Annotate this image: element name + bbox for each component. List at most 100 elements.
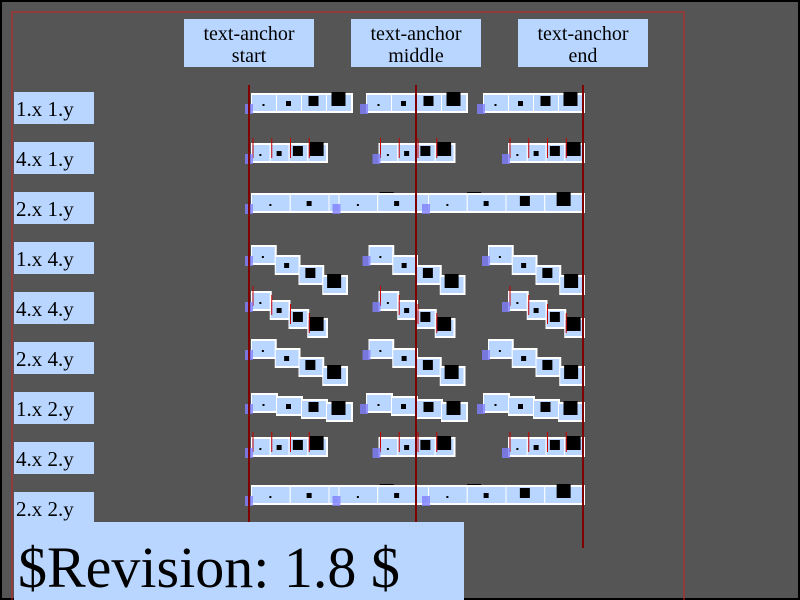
anchor-marker [332, 204, 341, 214]
glyph-square [437, 142, 452, 156]
glyph-square [377, 104, 380, 106]
glyph-square [540, 96, 551, 106]
glyph-square [394, 493, 400, 498]
glyph-square [533, 151, 539, 156]
row-label: 1.x 1.y [14, 92, 94, 124]
row-label: 2.x 2.y [14, 492, 94, 524]
glyph-square [519, 488, 530, 498]
glyph-square [331, 401, 346, 415]
glyph-square [566, 317, 581, 331]
glyph-band [339, 195, 378, 211]
glyph-square [437, 436, 452, 450]
glyph-band [367, 395, 391, 411]
glyph-square [446, 204, 449, 206]
glyph-square [308, 402, 319, 412]
anchor-marker [332, 496, 341, 506]
glyph-square [284, 263, 290, 268]
anchor-marker [502, 302, 510, 312]
header-start: text-anchor start [184, 19, 314, 67]
glyph-square [306, 201, 312, 206]
glyph-square [404, 308, 410, 313]
glyph-band [429, 195, 467, 211]
glyph-square [379, 350, 382, 352]
glyph-square [276, 445, 282, 450]
glyph-square [549, 146, 560, 156]
glyph-square [521, 356, 527, 361]
row-label-text: 1.x 1.y [16, 97, 74, 121]
glyph-square [542, 360, 553, 370]
glyph-band [489, 247, 512, 263]
glyph-square [394, 201, 400, 206]
anchor-marker [482, 350, 490, 360]
glyph-cell [477, 393, 585, 422]
glyph-square [446, 496, 449, 498]
glyph-square [356, 204, 359, 206]
glyph-band [252, 293, 270, 309]
glyph-square [564, 274, 579, 288]
glyph-cell [245, 339, 348, 386]
anchor-marker [422, 204, 430, 214]
header-start-line2: start [232, 45, 267, 67]
glyph-square [444, 365, 459, 379]
glyph-square [292, 440, 303, 450]
glyph-square [292, 146, 303, 156]
glyph-square [423, 96, 434, 106]
header-middle-line2: middle [388, 45, 444, 67]
glyph-band [252, 439, 270, 455]
row-labels: 1.x 1.y4.x 1.y2.x 1.y1.x 4.y4.x 4.y2.x 4… [14, 92, 94, 524]
anchor-marker [362, 256, 371, 266]
glyph-square [404, 151, 410, 156]
glyph-cell [372, 138, 456, 164]
row-label: 2.x 4.y [14, 342, 94, 374]
glyph-band [367, 95, 391, 111]
header-start-line1: text-anchor [203, 23, 294, 45]
glyph-square [259, 154, 262, 156]
glyph-band [489, 341, 512, 357]
glyph-band [252, 195, 290, 211]
glyph-square [269, 496, 272, 498]
row-label: 4.x 1.y [14, 142, 94, 174]
glyph-square [292, 312, 303, 322]
row-label: 1.x 2.y [14, 392, 94, 424]
glyph-square [563, 401, 578, 415]
glyph-cell [477, 92, 585, 114]
anchor-marker [362, 350, 371, 360]
glyph-square [420, 440, 431, 450]
row-label-text: 4.x 4.y [16, 297, 74, 321]
glyph-square [518, 404, 523, 409]
row-label-text: 4.x 2.y [16, 447, 74, 471]
glyph-square [259, 302, 262, 304]
anchor-marker [502, 154, 510, 164]
glyph-cell [360, 393, 468, 422]
glyph-square [261, 350, 264, 352]
glyph-band [252, 487, 290, 503]
glyph-cells [245, 92, 585, 506]
glyph-square [533, 308, 539, 313]
glyph-cell [362, 245, 466, 295]
header-middle: text-anchor middle [351, 19, 481, 67]
glyph-square [386, 154, 389, 156]
glyph-cell [482, 339, 585, 386]
anchor-marker [360, 404, 368, 414]
glyph-square [261, 256, 264, 258]
glyph-band [252, 95, 276, 111]
glyph-square [483, 493, 489, 498]
glyph-square [498, 256, 501, 258]
glyph-band [379, 145, 398, 161]
glyph-band [429, 487, 467, 503]
glyph-square [379, 256, 382, 258]
glyph-square [516, 302, 519, 304]
glyph-square [331, 92, 346, 106]
row-label-text: 1.x 2.y [16, 397, 74, 421]
glyph-cell [245, 245, 348, 295]
glyph-square [420, 312, 431, 322]
glyph-band [484, 95, 508, 111]
glyph-band [252, 145, 270, 161]
glyph-band [252, 341, 275, 357]
glyph-square [521, 263, 527, 268]
row-label-text: 2.x 4.y [16, 347, 74, 371]
anchor-marker [482, 256, 490, 266]
row-label: 1.x 4.y [14, 242, 94, 274]
glyph-square [540, 402, 551, 412]
